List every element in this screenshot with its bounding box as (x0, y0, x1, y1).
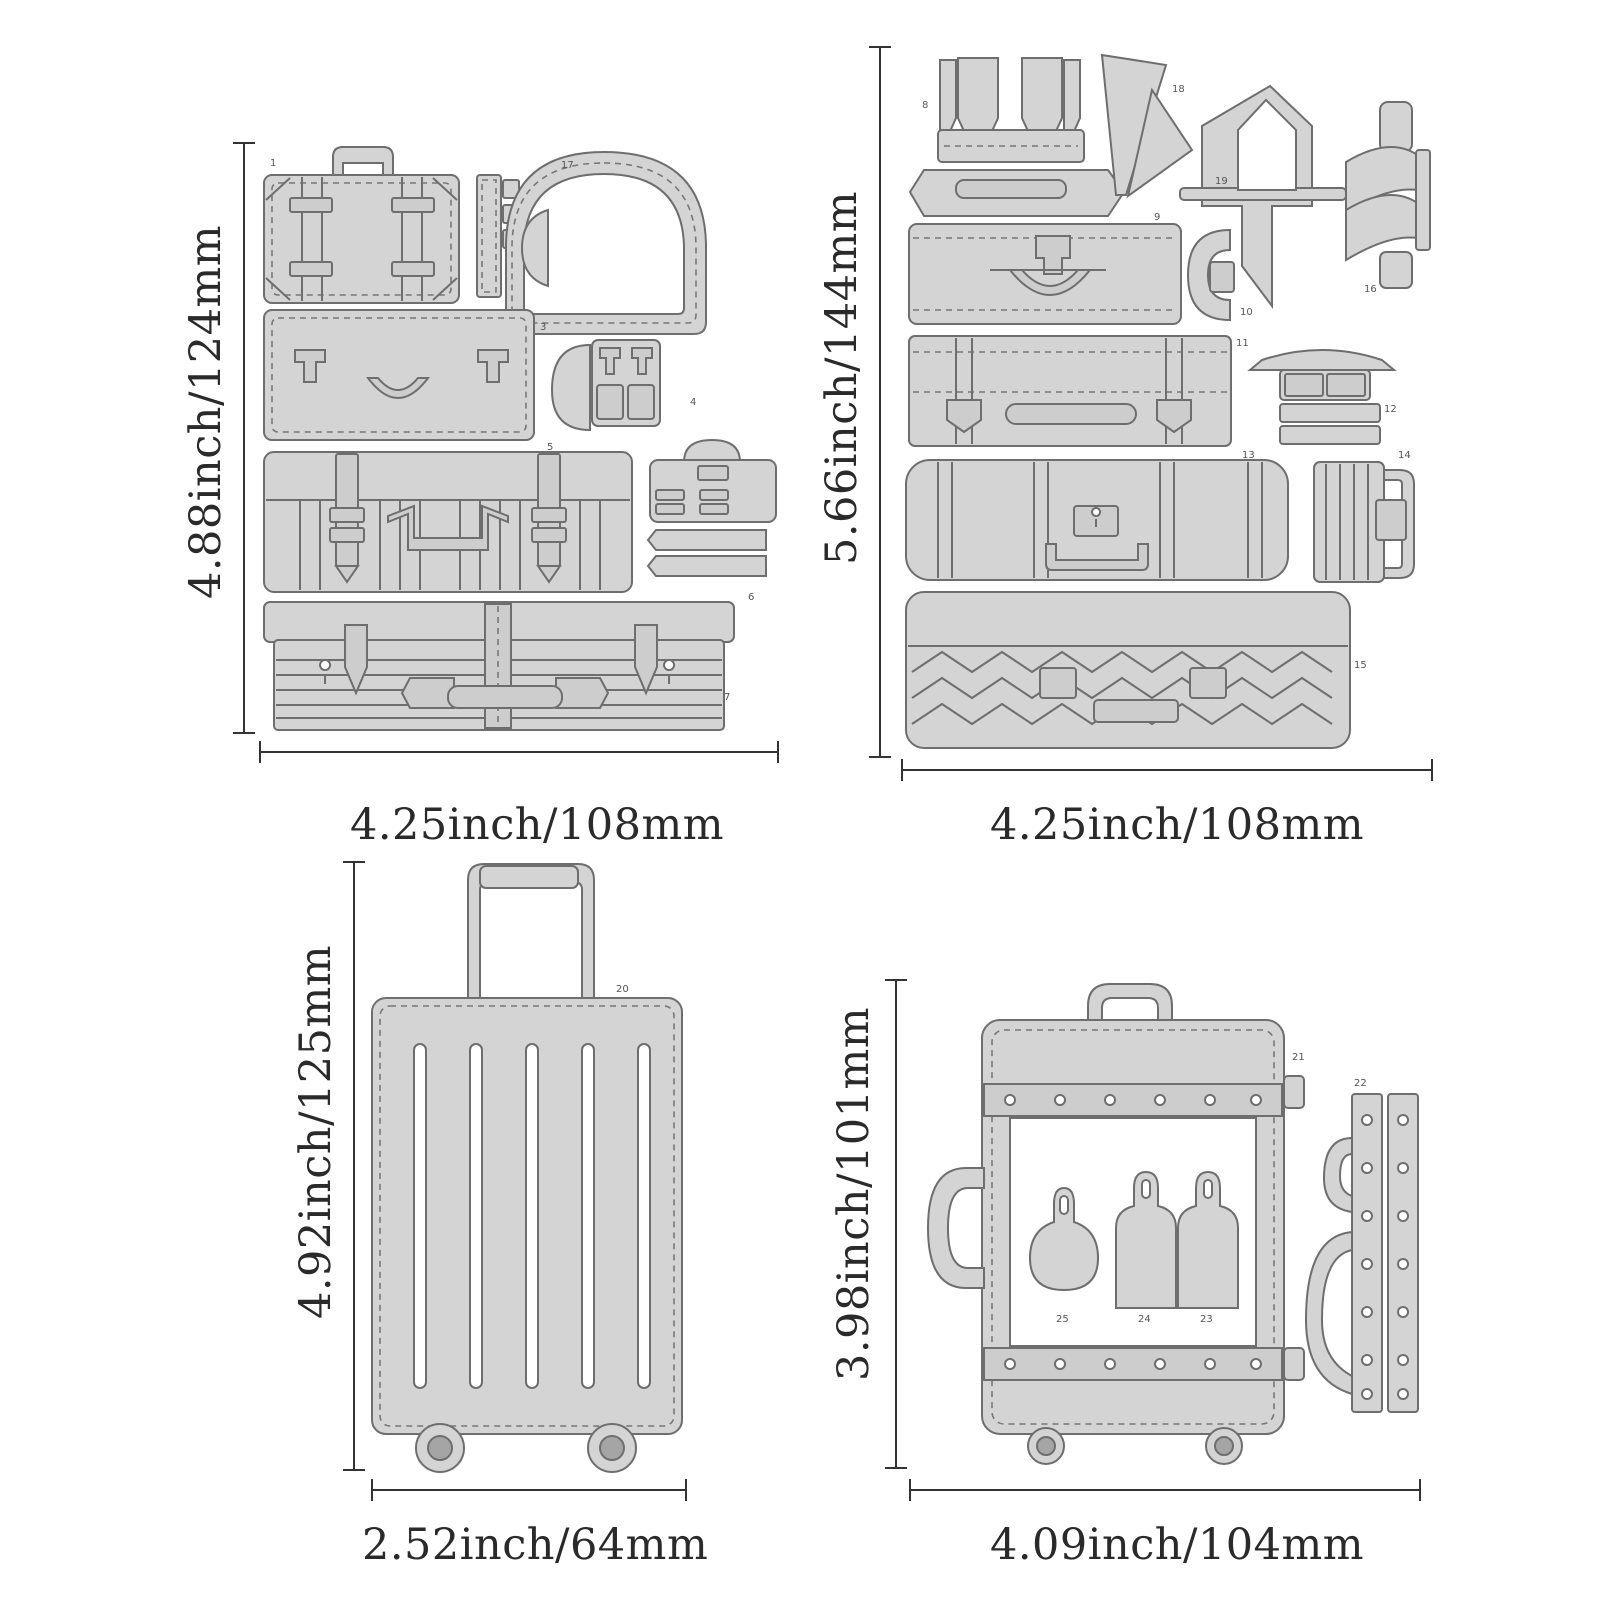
die-bag-14: 14 (1313, 450, 1415, 583)
svg-text:14: 14 (1398, 450, 1411, 461)
svg-text:10: 10 (1240, 307, 1253, 318)
die-tag-23: 23 (1177, 1170, 1239, 1325)
svg-text:21: 21 (1292, 1052, 1305, 1063)
top-right-height-label: 5.66inch/144mm (817, 190, 867, 565)
svg-text:17: 17 (561, 160, 574, 171)
die-trolley-suitcase-20: 20 (371, 863, 683, 1473)
svg-text:19: 19 (1215, 176, 1228, 187)
svg-text:4: 4 (690, 397, 696, 408)
die-tag-25: 25 (1028, 1186, 1100, 1325)
panel-bottom-left-dies: 20 (343, 861, 687, 1501)
svg-text:25: 25 (1056, 1314, 1069, 1325)
bottom-right-height-label: 3.98inch/101mm (829, 1006, 879, 1381)
die-tag-24: 24 (1115, 1170, 1177, 1325)
die-suitcase-13: 13 (905, 450, 1289, 581)
die-suitcase-11: 11 (908, 335, 1249, 447)
die-suitcase-7: 7 (263, 601, 735, 731)
svg-text:11: 11 (1236, 338, 1249, 349)
svg-text:24: 24 (1138, 1314, 1151, 1325)
svg-text:18: 18 (1172, 84, 1185, 95)
svg-text:1: 1 (270, 158, 276, 169)
die-latches-4: 4 (550, 339, 696, 432)
die-suitcase-9: 9 (908, 212, 1182, 325)
die-glasses-16: 16 (1345, 101, 1431, 295)
panel-top-left-dies: 1 2 17 3 (233, 142, 779, 763)
die-hat-12: 12 (1247, 349, 1397, 445)
die-handle-set-8: 8 (908, 57, 1126, 217)
top-left-height-label: 4.88inch/124mm (181, 224, 231, 599)
die-tags-18: 18 (1100, 53, 1194, 199)
panel-top-right-dies: 8 18 19 16 (869, 46, 1433, 781)
svg-text:22: 22 (1354, 1078, 1367, 1089)
svg-text:3: 3 (540, 322, 546, 333)
die-suitcase-3: 3 (263, 309, 546, 441)
die-straps-22: 22 (1304, 1078, 1419, 1413)
die-sign-19: 19 (1179, 84, 1347, 309)
svg-text:8: 8 (922, 100, 928, 111)
die-latch-10: 10 (1186, 228, 1253, 322)
die-suitcase-15: 15 (905, 591, 1367, 749)
svg-text:6: 6 (748, 592, 754, 603)
svg-text:5: 5 (547, 442, 553, 453)
top-left-width-label: 4.25inch/108mm (350, 800, 725, 850)
svg-text:12: 12 (1384, 404, 1397, 415)
die-suitcase-5: 5 (263, 442, 633, 593)
svg-text:13: 13 (1242, 450, 1255, 461)
svg-text:23: 23 (1200, 1314, 1213, 1325)
bottom-right-width-label: 4.09inch/104mm (990, 1520, 1365, 1570)
bottom-left-height-label: 4.92inch/125mm (291, 944, 341, 1319)
svg-text:16: 16 (1364, 284, 1377, 295)
panel-bottom-right-dies: 21 25 24 23 (885, 979, 1421, 1501)
top-right-width-label: 4.25inch/108mm (990, 800, 1365, 850)
svg-text:15: 15 (1354, 660, 1367, 671)
die-bag-6: 6 (646, 438, 777, 603)
die-ring-17: 17 (505, 150, 707, 335)
die-suitcase-1: 1 (263, 146, 460, 304)
svg-text:20: 20 (616, 984, 629, 995)
svg-text:9: 9 (1154, 212, 1160, 223)
bottom-left-width-label: 2.52inch/64mm (362, 1520, 709, 1570)
svg-text:7: 7 (724, 692, 730, 703)
